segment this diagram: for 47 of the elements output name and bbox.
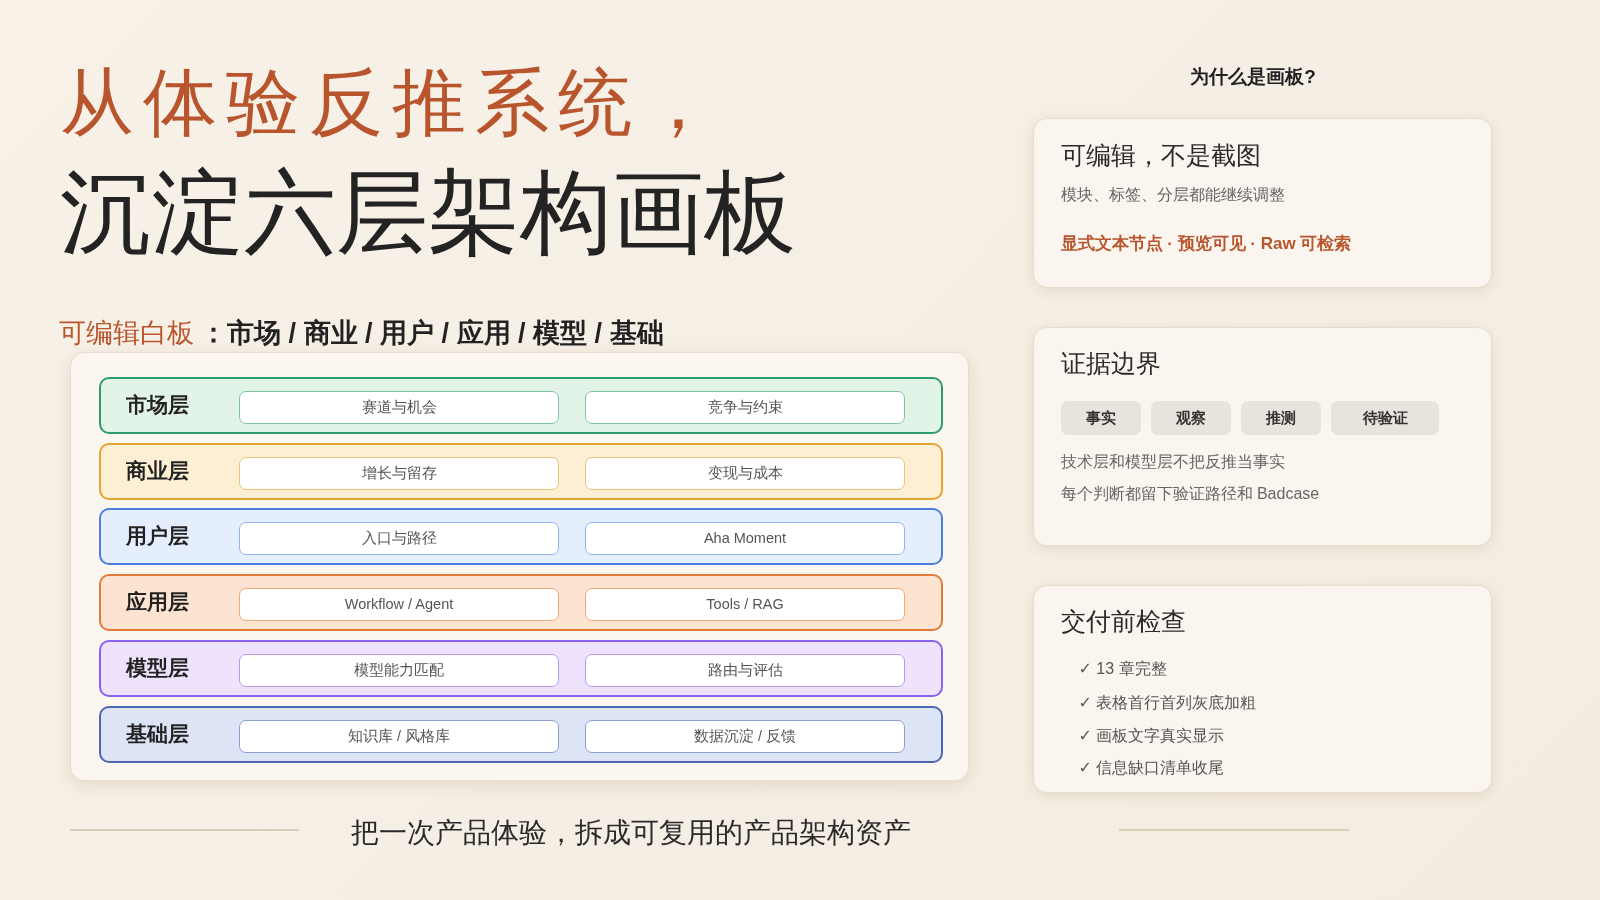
module-tag: 知识库 / 风格库 [239, 720, 559, 753]
card-heading: 交付前检查 [1060, 606, 1186, 637]
module-tag: 入口与路径 [239, 522, 559, 555]
module-tag: 赛道与机会 [239, 391, 559, 424]
board-panel [70, 352, 969, 781]
layer-band [99, 706, 943, 763]
module-tag: Aha Moment [585, 522, 905, 555]
module-tag: 变现与成本 [585, 457, 905, 490]
checklist-item: ✓ 13 章完整 [1078, 658, 1167, 679]
card-heading: 可编辑，不是截图 [1060, 140, 1261, 171]
layer-band [99, 377, 943, 434]
module-tag: 模型能力匹配 [239, 654, 559, 687]
layer-name: 应用层 [126, 589, 189, 615]
layer-band [99, 640, 943, 697]
evidence-tag: 事实 [1061, 401, 1141, 435]
card-heading: 证据边界 [1060, 348, 1161, 379]
info-card [1033, 585, 1492, 793]
module-tag: Tools / RAG [585, 588, 905, 621]
layer-band [99, 508, 943, 565]
module-tag: Workflow / Agent [239, 588, 559, 621]
layer-name: 用户层 [126, 523, 189, 549]
module-tag: 路由与评估 [585, 654, 905, 687]
module-tag: 增长与留存 [239, 457, 559, 490]
card-text: 模块、标签、分层都能继续调整 [1060, 184, 1285, 205]
layer-name: 基础层 [126, 721, 189, 747]
evidence-tag: 待验证 [1331, 401, 1439, 435]
caption: 把一次产品体验，拆成可复用的产品架构资产 [350, 816, 912, 850]
subtitle: 可编辑白板：市场 / 商业 / 用户 / 应用 / 模型 / 基础 [59, 317, 664, 350]
module-tag: 竞争与约束 [585, 391, 905, 424]
highlight-text: 显式文本节点 · 预览可见 · Raw 可检索 [1060, 232, 1352, 255]
section-heading: 为什么是画板? [1189, 65, 1317, 89]
checklist-item: ✓ 信息缺口清单收尾 [1078, 757, 1225, 778]
layer-name: 模型层 [126, 655, 189, 681]
checklist-item: ✓ 画板文字真实显示 [1078, 725, 1225, 746]
layer-name: 市场层 [126, 392, 189, 418]
info-card [1033, 118, 1492, 288]
layer-name: 商业层 [126, 458, 189, 484]
card-text: 技术层和模型层不把反推当事实 [1060, 451, 1285, 472]
layer-band [99, 443, 943, 500]
evidence-tag: 观察 [1151, 401, 1231, 435]
layer-band [99, 574, 943, 631]
info-card [1033, 327, 1492, 546]
card-text: 每个判断都留下验证路径和 Badcase [1060, 483, 1320, 504]
checklist-item: ✓ 表格首行首列灰底加粗 [1078, 692, 1257, 713]
module-tag: 数据沉淀 / 反馈 [585, 720, 905, 753]
title: 从体验反推系统，沉淀六层架构画板 [60, 61, 797, 266]
evidence-tag: 推测 [1241, 401, 1321, 435]
